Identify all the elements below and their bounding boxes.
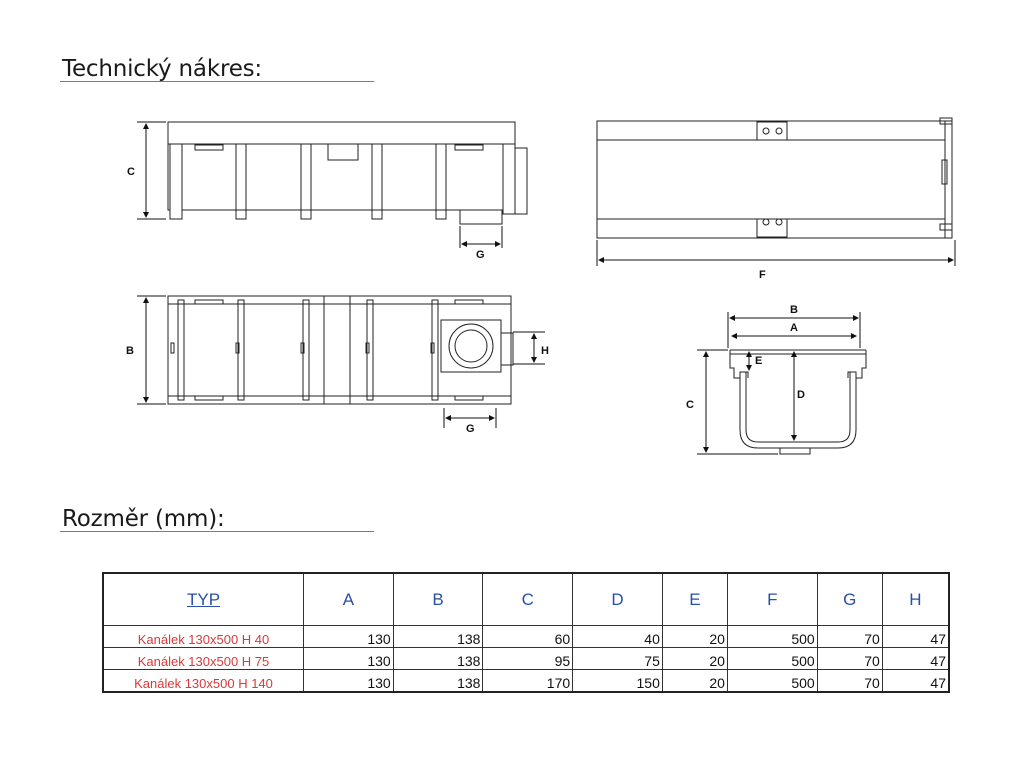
dimensions-table: TYP A B C D E F G H Kanálek 130x500 H 40… <box>102 572 950 693</box>
cell-c: 60 <box>482 625 574 648</box>
dim-label-h-top: H <box>541 345 549 357</box>
dim-label-g-side: G <box>476 249 485 261</box>
cell-a: 130 <box>303 647 394 670</box>
dim-label-a-section: A <box>790 322 798 334</box>
dim-label-c-section: C <box>686 399 694 411</box>
dim-label-e-section: E <box>755 355 762 367</box>
cell-g: 70 <box>816 625 883 648</box>
cell-b: 138 <box>392 625 484 648</box>
cell-h: 47 <box>881 647 950 670</box>
header-e: E <box>661 572 728 626</box>
header-g: G <box>816 572 883 626</box>
cell-g: 70 <box>816 647 883 670</box>
table-header-row: TYP A B C D E F G H <box>102 572 950 626</box>
cell-f: 500 <box>726 647 818 670</box>
header-d: D <box>572 572 663 626</box>
cell-d: 40 <box>572 625 663 648</box>
dimensions-heading: Rozměr (mm): <box>62 506 225 532</box>
header-f: F <box>726 572 818 626</box>
drawing-heading-underline <box>60 81 374 82</box>
cell-e: 20 <box>661 647 728 670</box>
cell-h: 47 <box>881 625 950 648</box>
side-view <box>167 121 528 225</box>
dim-label-b-section: B <box>790 304 798 316</box>
cell-g: 70 <box>816 669 883 693</box>
dim-label-b-top: B <box>126 345 134 357</box>
cell-b: 138 <box>392 647 484 670</box>
cell-d: 150 <box>572 669 663 693</box>
cell-a: 130 <box>303 669 394 693</box>
cell-b: 138 <box>392 669 484 693</box>
cell-c: 170 <box>482 669 574 693</box>
cell-h: 47 <box>881 669 950 693</box>
cell-e: 20 <box>661 625 728 648</box>
dim-label-f: F <box>759 269 766 281</box>
dimensions-heading-underline <box>60 531 374 532</box>
top-view-dims <box>137 295 545 428</box>
cell-type: Kanálek 130x500 H 140 <box>102 669 304 693</box>
header-h: H <box>881 572 950 626</box>
grate-view <box>596 117 953 239</box>
table-row: Kanálek 130x500 H 40 130 138 60 40 20 50… <box>102 625 950 648</box>
dim-label-g-top: G <box>466 423 475 435</box>
cell-d: 75 <box>572 647 663 670</box>
header-a: A <box>303 572 394 626</box>
cell-f: 500 <box>726 669 818 693</box>
table-row: Kanálek 130x500 H 75 130 138 95 75 20 50… <box>102 647 950 670</box>
side-view-dim-c <box>137 121 503 248</box>
cell-a: 130 <box>303 625 394 648</box>
drawing-heading: Technický nákres: <box>62 56 262 82</box>
cell-type: Kanálek 130x500 H 40 <box>102 625 304 648</box>
header-typ: TYP <box>102 572 304 626</box>
dim-label-d-section: D <box>797 389 805 401</box>
header-c: C <box>482 572 574 626</box>
dim-label-c-side: C <box>127 166 135 178</box>
cell-c: 95 <box>482 647 574 670</box>
grate-dim-f <box>596 240 956 266</box>
top-view <box>167 295 514 405</box>
table-row: Kanálek 130x500 H 140 130 138 170 150 20… <box>102 669 950 693</box>
cross-section-dims <box>697 312 861 455</box>
cross-section-view <box>729 349 867 455</box>
cell-f: 500 <box>726 625 818 648</box>
technical-drawing: C G B H G <box>126 117 956 455</box>
header-b: B <box>392 572 484 626</box>
cell-e: 20 <box>661 669 728 693</box>
cell-type: Kanálek 130x500 H 75 <box>102 647 304 670</box>
